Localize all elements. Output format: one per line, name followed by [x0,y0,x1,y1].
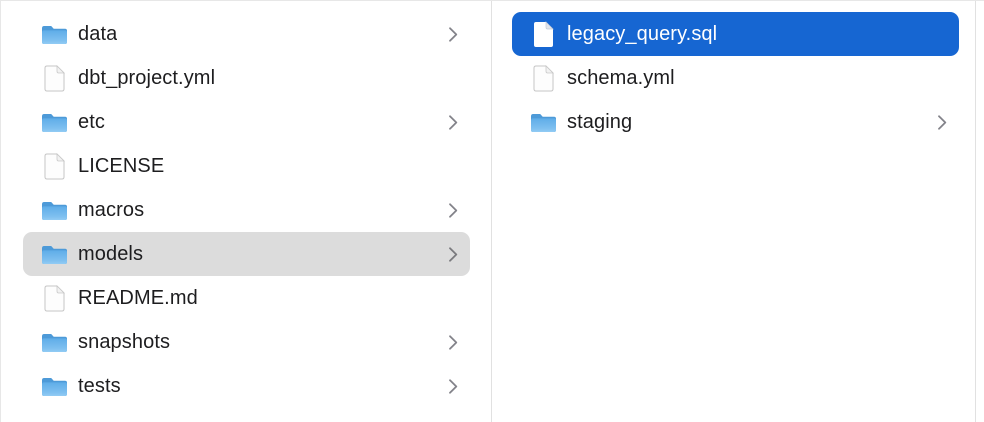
file-icon [530,19,557,49]
item-label: staging [567,110,633,133]
chevron-right-icon [448,202,458,219]
chevron-right-icon [448,378,458,395]
item-tests[interactable]: tests [23,364,470,408]
item-label: macros [78,198,145,221]
item-etc[interactable]: etc [23,100,470,144]
finder-column-parent: data dbt_project.yml etc LICENSE [1,1,492,422]
folder-icon [530,107,557,137]
item-label: LICENSE [78,154,165,177]
file-icon [41,151,68,181]
chevron-right-icon [448,246,458,263]
folder-icon [41,195,68,225]
folder-icon [41,239,68,269]
item-label: legacy_query.sql [567,22,718,45]
item-label: snapshots [78,330,171,353]
item-label: dbt_project.yml [78,66,216,89]
folder-icon [41,371,68,401]
chevron-right-icon [448,114,458,131]
folder-icon [41,107,68,137]
item-macros[interactable]: macros [23,188,470,232]
chevron-right-icon [937,114,947,131]
chevron-right-icon [448,26,458,43]
finder-column-child: legacy_query.sql schema.yml staging [492,1,976,422]
file-icon [41,63,68,93]
item-label: data [78,22,118,45]
item-staging[interactable]: staging [512,100,959,144]
item-snapshots[interactable]: snapshots [23,320,470,364]
item-legacy-query-sql-selected[interactable]: legacy_query.sql [512,12,959,56]
finder-column-preview-sliver [976,1,984,422]
item-label: schema.yml [567,66,675,89]
item-schema-yml[interactable]: schema.yml [512,56,959,100]
item-label: etc [78,110,105,133]
file-icon [530,63,557,93]
item-dbt-project-yml[interactable]: dbt_project.yml [23,56,470,100]
file-icon [41,283,68,313]
item-models-selected[interactable]: models [23,232,470,276]
item-license[interactable]: LICENSE [23,144,470,188]
chevron-right-icon [448,334,458,351]
item-label: models [78,242,144,265]
item-label: README.md [78,286,198,309]
item-data[interactable]: data [23,12,470,56]
folder-icon [41,19,68,49]
item-label: tests [78,374,121,397]
folder-icon [41,327,68,357]
item-readme-md[interactable]: README.md [23,276,470,320]
